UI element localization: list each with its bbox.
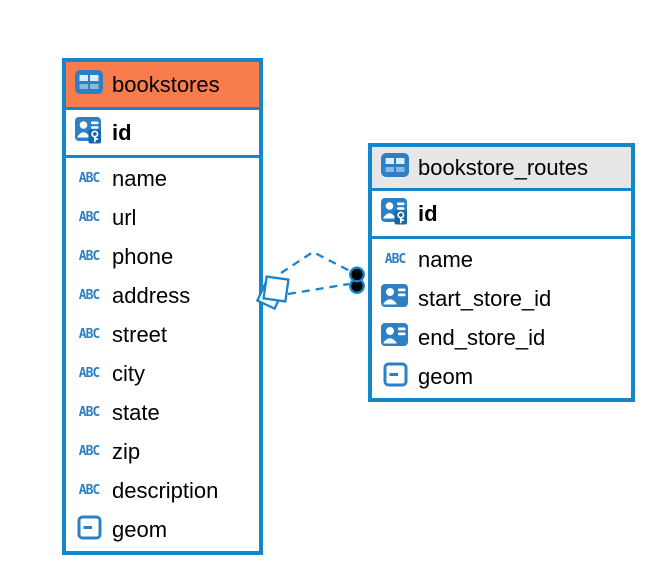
column-label: state: [112, 399, 160, 425]
text-type-icon: ABC: [78, 327, 101, 342]
column-row-address[interactable]: ABC address: [66, 276, 259, 315]
geometry-type-icon: [383, 362, 408, 392]
column-row-description[interactable]: ABC description: [66, 471, 259, 510]
column-label: zip: [112, 438, 141, 464]
column-row-name[interactable]: ABC name: [372, 240, 631, 279]
column-label: name: [418, 246, 474, 272]
table-title: bookstores: [112, 71, 220, 97]
column-row-street[interactable]: ABC street: [66, 315, 259, 354]
table-header[interactable]: bookstore_routes: [372, 147, 631, 191]
column-row-zip[interactable]: ABC zip: [66, 432, 259, 471]
column-label: geom: [112, 516, 168, 542]
column-list: ABC name start_store_id end_store_id geom: [372, 239, 631, 398]
column-label: city: [112, 360, 145, 386]
primary-key-label: id: [112, 119, 132, 145]
column-label: end_store_id: [418, 324, 546, 350]
foreign-key-icon: [381, 284, 409, 313]
column-row-phone[interactable]: ABC phone: [66, 237, 259, 276]
text-type-icon: ABC: [78, 171, 101, 186]
column-label: start_store_id: [418, 285, 552, 311]
column-row-geom[interactable]: geom: [66, 510, 259, 549]
table-header[interactable]: bookstores: [66, 62, 259, 110]
primary-key-icon: [75, 116, 103, 149]
column-row-url[interactable]: ABC url: [66, 198, 259, 237]
table-title: bookstore_routes: [418, 154, 588, 180]
column-label: phone: [112, 243, 174, 269]
many-side-dot-marker[interactable]: [349, 266, 365, 294]
text-type-icon: ABC: [78, 249, 101, 264]
column-label: description: [112, 477, 219, 503]
relationship-line-upper[interactable]: [280, 250, 351, 274]
geometry-type-icon: [77, 515, 102, 545]
column-row-geom[interactable]: geom: [372, 357, 631, 396]
text-type-icon: ABC: [78, 444, 101, 459]
relationship-line-lower[interactable]: [287, 282, 350, 296]
column-label: name: [112, 165, 168, 191]
column-row-start_store_id[interactable]: start_store_id: [372, 279, 631, 318]
primary-key-icon: [381, 197, 409, 230]
table-icon: [380, 152, 410, 183]
table-icon: [74, 69, 104, 100]
text-type-icon: ABC: [384, 252, 407, 267]
primary-key-row[interactable]: id: [372, 191, 631, 239]
primary-key-label: id: [418, 200, 438, 226]
text-type-icon: ABC: [78, 483, 101, 498]
column-row-end_store_id[interactable]: end_store_id: [372, 318, 631, 357]
column-label: geom: [418, 363, 474, 389]
column-label: address: [112, 282, 191, 308]
column-row-state[interactable]: ABC state: [66, 393, 259, 432]
foreign-key-icon: [381, 323, 409, 352]
text-type-icon: ABC: [78, 405, 101, 420]
column-row-city[interactable]: ABC city: [66, 354, 259, 393]
column-label: street: [112, 321, 168, 347]
column-row-name[interactable]: ABC name: [66, 159, 259, 198]
primary-key-row[interactable]: id: [66, 110, 259, 158]
text-type-icon: ABC: [78, 288, 101, 303]
column-label: url: [112, 204, 137, 230]
text-type-icon: ABC: [78, 366, 101, 381]
text-type-icon: ABC: [78, 210, 101, 225]
